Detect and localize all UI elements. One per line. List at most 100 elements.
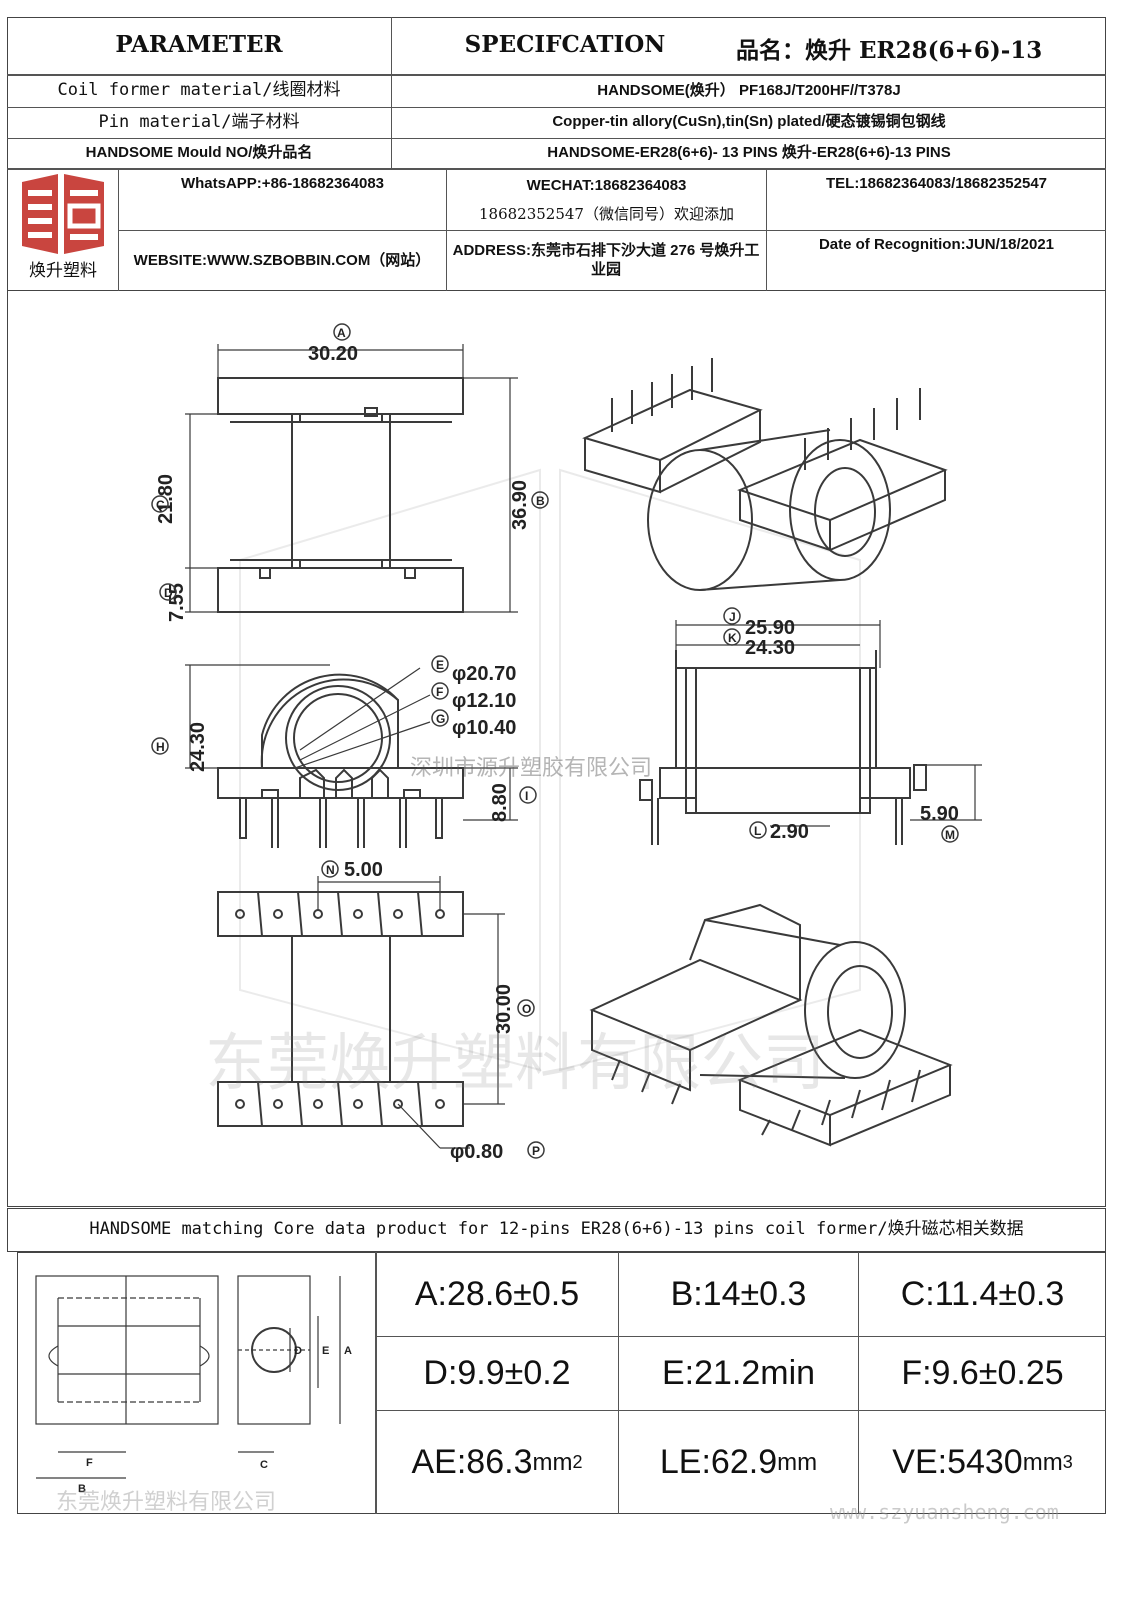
dim-a-value: 30.20 <box>308 343 358 365</box>
dim-letter-p: P <box>527 1141 545 1159</box>
dim-letter-c: C <box>151 495 169 513</box>
dim-letter-i: I <box>519 786 537 804</box>
logo-caption: 焕升塑料 <box>29 261 97 282</box>
tel-contact: TEL:18682364083/18682352547 <box>825 174 1048 192</box>
product-name-value: 焕升 ER28(6+6)-13 <box>805 37 1043 64</box>
drawing-frame <box>7 291 1106 1207</box>
core-data-title-bar <box>7 1208 1106 1252</box>
dim-letter-j: J <box>723 607 741 625</box>
sketch-label-a: A <box>344 1345 352 1357</box>
website-contact: WEBSITE:WWW.SZBOBBIN.COM（网站） <box>133 251 431 269</box>
dim-p-value: φ0.80 <box>450 1141 503 1163</box>
svg-text:I: I <box>525 789 528 803</box>
top-view-dims <box>185 344 518 613</box>
address-contact: ADDRESS:东莞市石排下沙大道 276 号焕升工业园 <box>452 242 760 278</box>
wechat-line2: 18682352547（微信同号）欢迎添加 <box>479 205 734 223</box>
svg-text:F: F <box>436 685 443 699</box>
core-sketch: A B C D E F <box>35 1275 352 1495</box>
dim-l-value: 2.90 <box>770 821 809 843</box>
product-name-label: 品名： <box>736 37 805 64</box>
spec-label-mould: HANDSOME Mould NO/焕升品名 <box>85 143 313 161</box>
dim-n-value: 5.00 <box>344 859 383 881</box>
svg-text:N: N <box>326 863 335 877</box>
watermark-small: 深圳市源升塑胶有限公司 <box>410 756 653 781</box>
sketch-label-d: D <box>294 1345 302 1357</box>
svg-text:K: K <box>728 631 737 645</box>
parameter-heading: PARAMETER <box>115 31 283 59</box>
company-logo: 焕升塑料 <box>14 170 112 288</box>
dim-letter-d: D <box>159 583 177 601</box>
core-value-d: D:9.9±0.2 <box>423 1354 571 1392</box>
dim-letter-h: H <box>151 737 169 755</box>
top-view-bobbin <box>217 377 464 613</box>
spec-value-coil: HANDSOME(焕升） PF168J/T200HF//T378J <box>597 81 901 99</box>
dim-g-value: φ10.40 <box>452 717 516 739</box>
dim-letter-n: N <box>321 860 339 878</box>
svg-text:J: J <box>729 610 736 624</box>
side-view-dims <box>675 620 982 827</box>
bottom-view-dims <box>317 876 505 1149</box>
dim-e-value: φ20.70 <box>452 663 516 685</box>
core-value-a: A:28.6±0.5 <box>414 1274 580 1313</box>
bottom-view-bobbin <box>217 891 464 1127</box>
svg-text:D: D <box>164 586 173 600</box>
isometric-bottom <box>589 903 953 1147</box>
isometric-top <box>582 358 948 591</box>
svg-text:H: H <box>156 740 165 754</box>
dim-j-value: 25.90 <box>745 617 795 639</box>
dim-d-value: 7.55 <box>166 583 188 622</box>
specification-heading: SPECIFCATION <box>464 31 666 59</box>
dim-i-value: 8.80 <box>489 783 511 822</box>
spec-value-pin: Copper-tin allory(CuSn),tin(Sn) plated/硬… <box>552 113 946 131</box>
svg-text:C: C <box>156 498 165 512</box>
watermark-large: 东莞焕升塑料有限公司 <box>205 1026 826 1099</box>
dim-letter-a: A <box>333 323 351 341</box>
dim-letter-g: G <box>431 709 449 727</box>
sketch-label-e: E <box>322 1345 329 1357</box>
dim-h-value: 24.30 <box>187 722 209 772</box>
spec-header-table <box>7 17 1106 291</box>
core-value-e: E:21.2min <box>661 1354 816 1392</box>
svg-text:M: M <box>945 828 955 842</box>
wechat-contact: WECHAT:18682364083 18682352547（微信同号）欢迎添加 <box>447 172 766 228</box>
recognition-date: Date of Recognition:JUN/18/2021 <box>818 236 1055 253</box>
svg-text:A: A <box>337 326 346 340</box>
product-name: 品名：焕升 ER28(6+6)-13 <box>736 31 1042 65</box>
svg-text:O: O <box>522 1002 531 1016</box>
dim-letter-b: B <box>531 491 549 509</box>
dim-letter-o: O <box>517 999 535 1017</box>
dim-letter-e: E <box>431 655 449 673</box>
svg-text:P: P <box>532 1144 540 1158</box>
dim-m-value: 5.90 <box>920 803 959 825</box>
svg-text:L: L <box>754 824 761 838</box>
dim-letter-f: F <box>431 682 449 700</box>
svg-text:E: E <box>436 658 444 672</box>
dim-letter-l: L <box>749 821 767 839</box>
svg-text:G: G <box>436 712 445 726</box>
sketch-label-c: C <box>260 1459 268 1471</box>
footer-watermark-left: 东莞焕升塑料有限公司 <box>56 1490 277 1515</box>
spec-label-coil: Coil former material/线圈材料 <box>57 80 341 101</box>
side-view-bobbin <box>639 650 927 845</box>
sketch-label-b: B <box>78 1483 86 1495</box>
logo-mark-icon <box>22 174 104 254</box>
wechat-line1: WECHAT:18682364083 <box>526 177 687 194</box>
dim-letter-m: M <box>941 825 959 843</box>
core-data-table <box>17 1252 1106 1514</box>
svg-text:B: B <box>536 494 545 508</box>
whatsapp-contact: WhatsAPP:+86-18682364083 <box>180 174 385 192</box>
core-value-b: B:14±0.3 <box>670 1274 807 1313</box>
watermark-logo <box>239 468 861 1072</box>
spec-label-pin: Pin material/端子材料 <box>98 111 300 132</box>
front-view-bobbin <box>217 673 464 848</box>
dim-o-value: 30.00 <box>493 984 515 1034</box>
sketch-label-f: F <box>86 1457 93 1469</box>
dim-k-value: 24.30 <box>745 637 795 659</box>
core-value-f: F:9.6±0.25 <box>901 1354 1064 1392</box>
dim-f-value: φ12.10 <box>452 690 516 712</box>
dim-letter-k: K <box>723 628 741 646</box>
core-value-c: C:11.4±0.3 <box>900 1274 1065 1313</box>
